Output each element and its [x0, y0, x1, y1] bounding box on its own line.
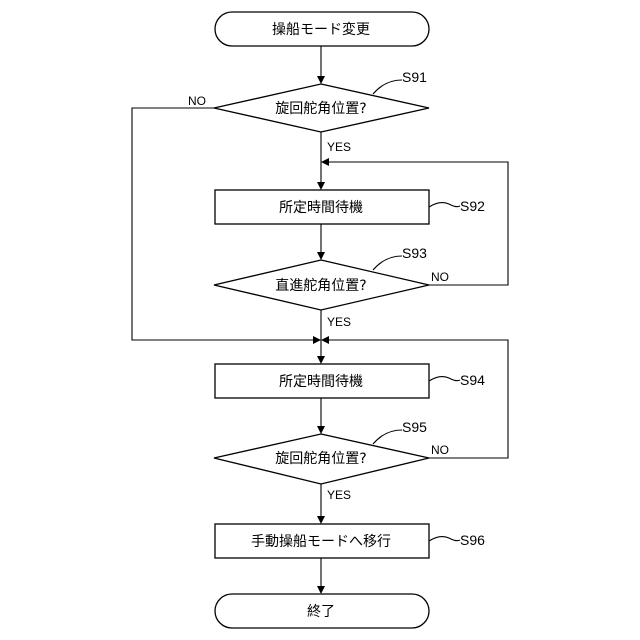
arrowhead: [317, 586, 325, 594]
step-label-s96: S96: [460, 532, 485, 548]
branch-d3-no: NO: [431, 443, 449, 457]
branch-d2-yes: YES: [327, 315, 351, 329]
branch-d1-yes: YES: [327, 140, 351, 154]
end-text: 終了: [307, 604, 335, 620]
step-leader-s94: [429, 377, 460, 381]
step-leader-s96: [429, 537, 460, 541]
step-label-s95: S95: [402, 419, 427, 435]
step-label-s93: S93: [402, 245, 427, 261]
arrowhead: [317, 516, 325, 524]
switch-text: 手動操船モードへ移行: [251, 534, 391, 550]
step-leader-s95: [373, 430, 402, 444]
branch-d2-no: NO: [431, 270, 449, 284]
step-label-s94: S94: [460, 372, 485, 388]
step-leader-s91: [373, 80, 402, 94]
arrowhead: [317, 76, 325, 84]
arrowhead: [317, 356, 325, 364]
step-label-s92: S92: [460, 198, 485, 214]
arrowhead: [317, 252, 325, 260]
step-label-s91: S91: [402, 69, 427, 85]
wait-2-text: 所定時間待機: [279, 374, 363, 390]
decision-2-text: 直進舵角位置?: [275, 277, 366, 294]
branch-d1-no: NO: [188, 94, 206, 108]
arrowhead: [317, 182, 325, 190]
decision-3-text: 旋回舵角位置?: [275, 451, 366, 467]
arrowhead: [321, 336, 329, 344]
step-leader-s93: [373, 256, 402, 270]
step-leader-s92: [429, 203, 460, 207]
arrowhead: [317, 426, 325, 434]
branch-d3-yes: YES: [327, 488, 351, 502]
decision-1-text: 旋回舵角位置?: [275, 101, 366, 117]
connector-d3-no-loop: [325, 340, 508, 458]
arrowhead: [313, 336, 321, 344]
wait-1-text: 所定時間待機: [279, 200, 363, 216]
arrowhead: [321, 158, 329, 166]
start-text: 操船モード変更: [272, 21, 370, 38]
